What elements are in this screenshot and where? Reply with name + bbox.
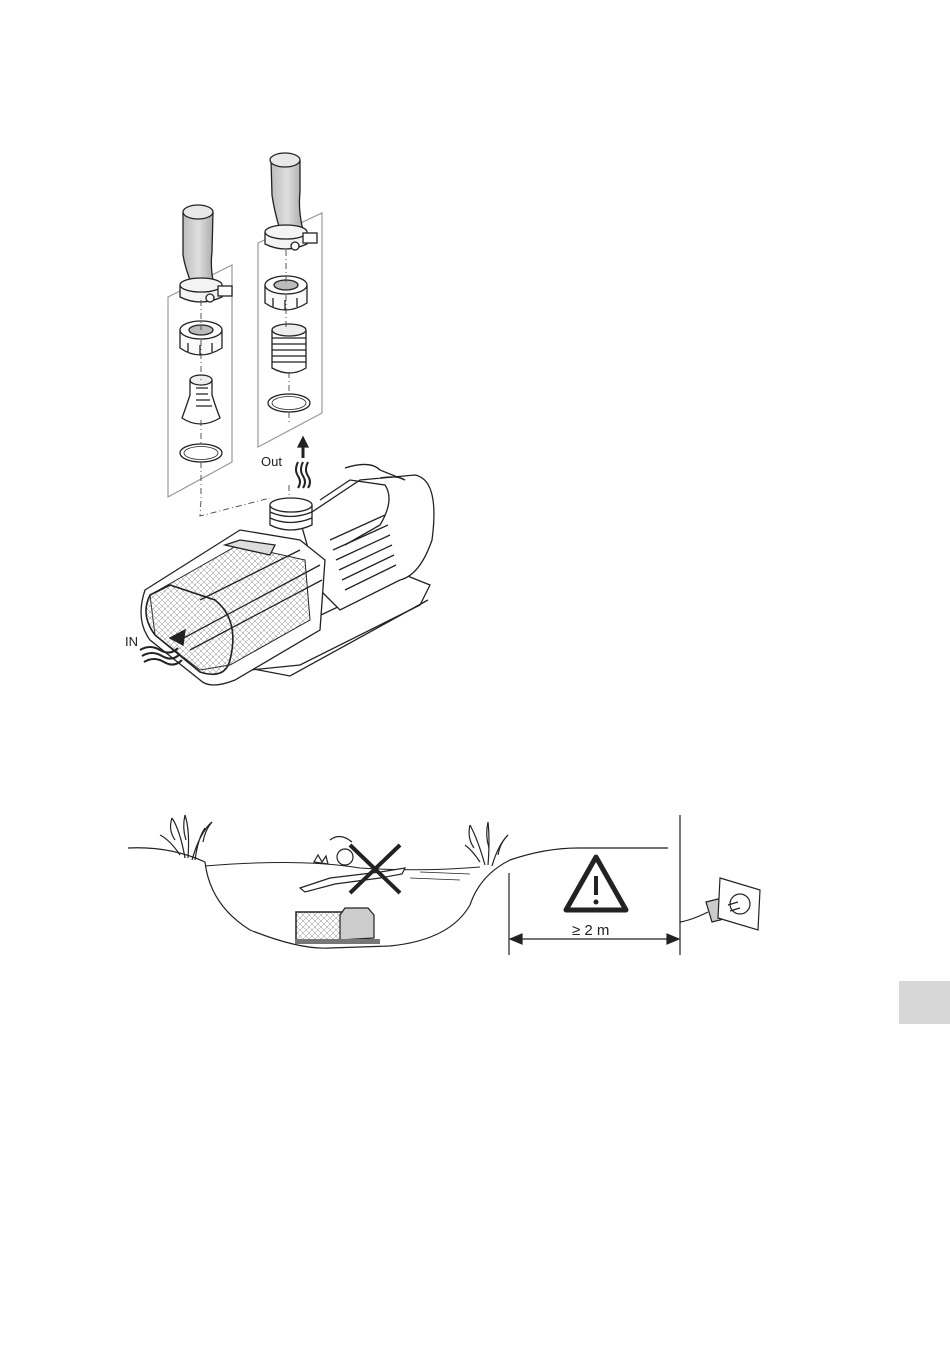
pump-body: [141, 464, 434, 685]
left-hose-tail: [182, 375, 220, 424]
water-lily-icon: [314, 855, 328, 864]
distance-label: ≥ 2 m: [572, 922, 609, 939]
reed-plant-left: [160, 815, 212, 860]
out-label: Out: [261, 454, 282, 469]
right-hose-clamp: [265, 225, 317, 250]
page-side-tab-marker: [899, 981, 950, 1024]
power-plug-icon: [680, 878, 760, 930]
figure-pond-safety: [128, 815, 760, 955]
right-hose-tail: [272, 324, 306, 373]
submerged-pump-icon: [295, 908, 380, 944]
in-label: IN: [125, 634, 138, 649]
warning-triangle-icon: [566, 857, 626, 910]
reed-plant-right: [465, 822, 508, 866]
outflow-arrow-icon: [296, 437, 310, 488]
left-hose: [183, 205, 214, 285]
figure-pump-assembly: [140, 153, 434, 685]
left-hose-clamp: [180, 278, 232, 302]
prohibited-cross-icon: [350, 845, 400, 893]
right-hose: [270, 153, 303, 230]
